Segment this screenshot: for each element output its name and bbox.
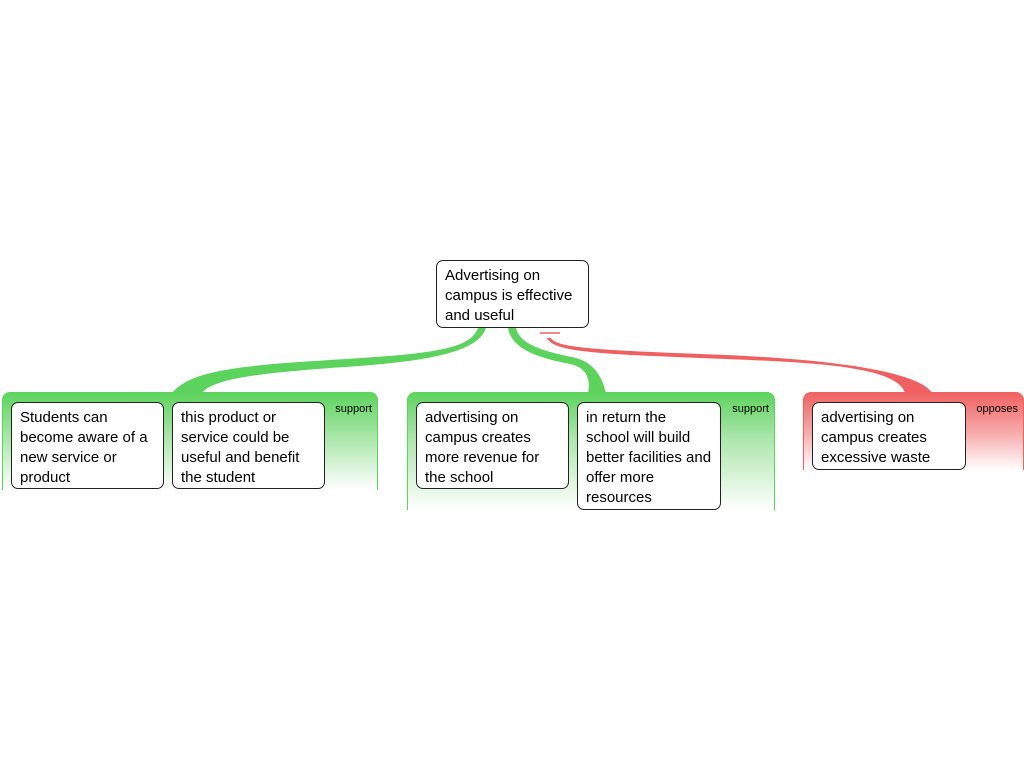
reason-type-label: support: [335, 403, 372, 415]
opposes-connector: [547, 338, 932, 393]
support-connector-1: [172, 328, 486, 393]
reason-type-label: support: [732, 403, 769, 415]
premise-text: Students can become aware of a new servi…: [20, 409, 148, 486]
premise-text: advertising on campus creates excessive …: [821, 409, 931, 466]
main-claim-text: Advertising on campus is effective and u…: [445, 267, 573, 324]
premise-text: in return the school will build better f…: [586, 409, 712, 506]
premise-box[interactable]: this product or service could be useful …: [172, 402, 325, 489]
premise-text: this product or service could be useful …: [181, 409, 300, 486]
main-claim-box[interactable]: Advertising on campus is effective and u…: [436, 260, 589, 328]
premise-text: advertising on campus creates more reven…: [425, 409, 540, 486]
support-connector-2: [508, 328, 606, 393]
reason-type-label: opposes: [976, 403, 1018, 415]
premise-box[interactable]: in return the school will build better f…: [577, 402, 721, 510]
premise-box[interactable]: advertising on campus creates excessive …: [812, 402, 966, 470]
premise-box[interactable]: advertising on campus creates more reven…: [416, 402, 569, 489]
premise-box[interactable]: Students can become aware of a new servi…: [11, 402, 164, 489]
